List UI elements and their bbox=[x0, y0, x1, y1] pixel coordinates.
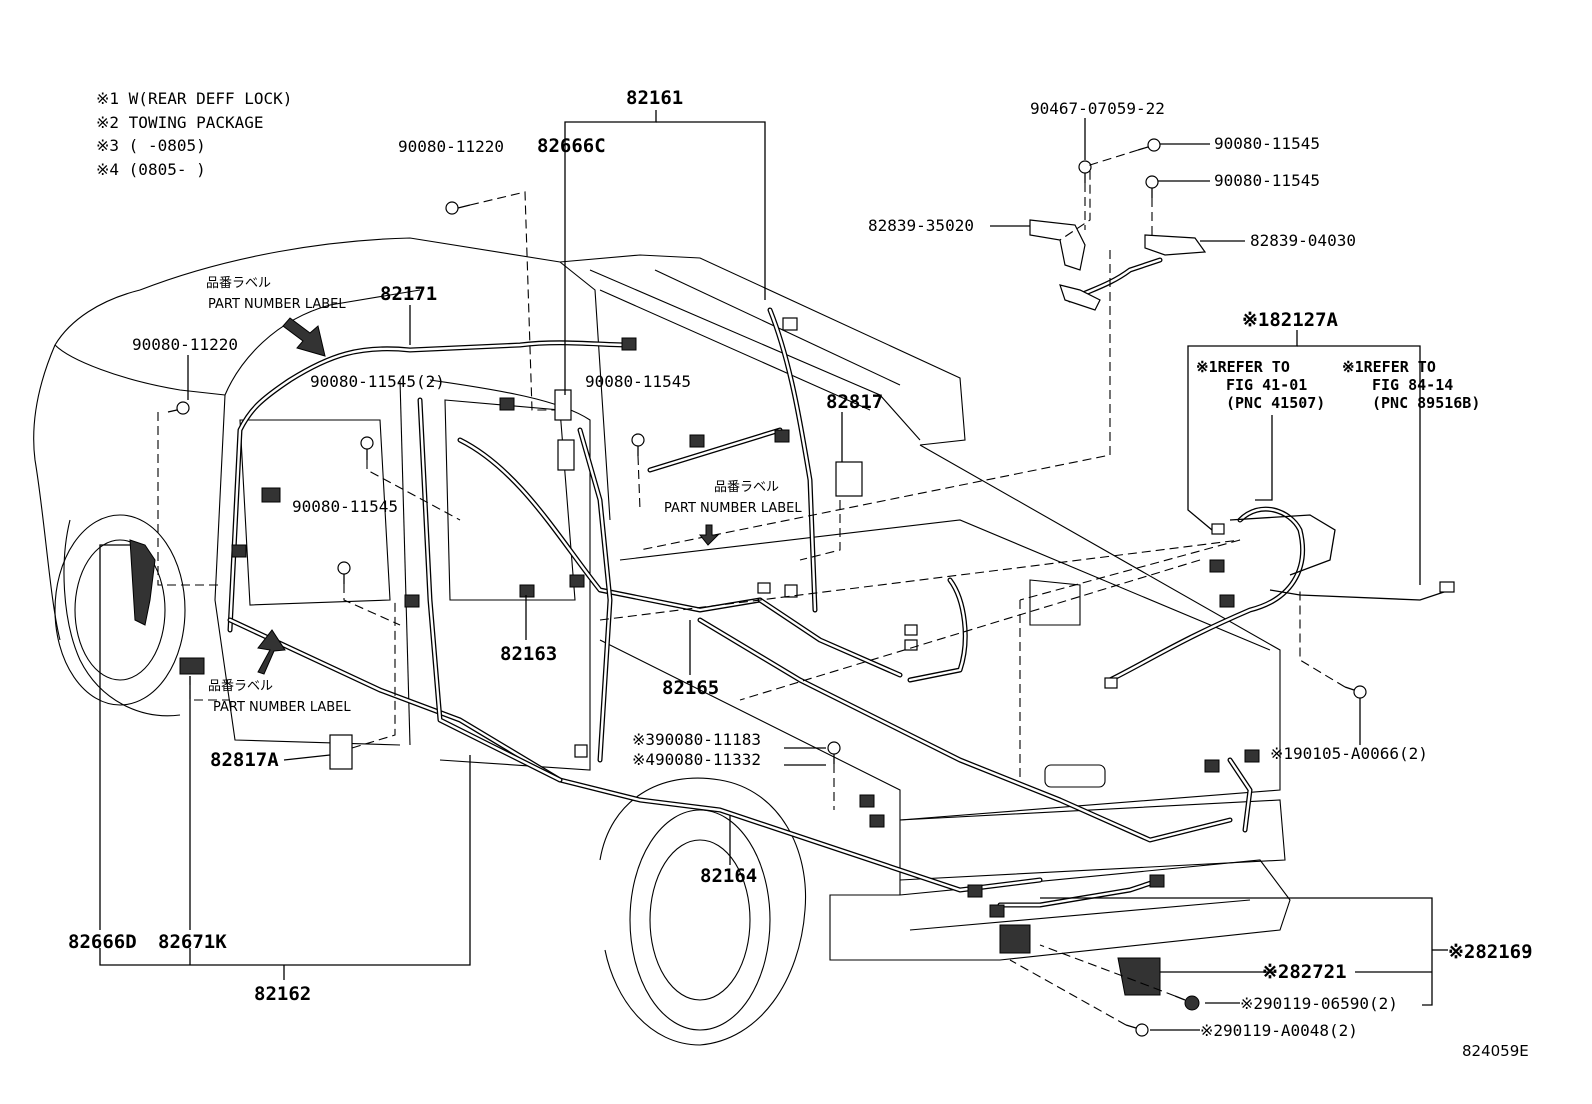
label-82666D: 82666D bbox=[68, 931, 137, 953]
pnl-1-en: PART NUMBER LABEL bbox=[208, 297, 346, 312]
leader-lines bbox=[99, 110, 1448, 1031]
label-90119-06590: ※290119-06590(2) bbox=[1240, 994, 1398, 1013]
label-82839-04030: 82839-04030 bbox=[1250, 231, 1356, 250]
label-arrows bbox=[257, 317, 720, 675]
pnl-3-en: PART NUMBER LABEL bbox=[664, 501, 802, 516]
label-82666C: 82666C bbox=[537, 135, 606, 157]
label-90119-A0048: ※290119-A0048(2) bbox=[1200, 1021, 1358, 1040]
bolts bbox=[167, 138, 1367, 1037]
figure-code: 824059E bbox=[1462, 1042, 1529, 1060]
label-82164: 82164 bbox=[700, 865, 757, 887]
pnl-3-jp: 品番ラベル bbox=[714, 480, 779, 495]
label-82163: 82163 bbox=[500, 643, 557, 665]
refer-2-line3: (PNC 89516B) bbox=[1372, 394, 1480, 412]
connectors bbox=[129, 219, 1455, 996]
pnl-2-jp: 品番ラベル bbox=[208, 679, 273, 694]
note-2: ※2 TOWING PACKAGE bbox=[96, 113, 264, 132]
label-82721: ※282721 bbox=[1262, 961, 1347, 983]
pnl-2-en: PART NUMBER LABEL bbox=[213, 700, 351, 715]
label-90080-11545-r1: 90080-11545 bbox=[1214, 134, 1320, 153]
label-82165: 82165 bbox=[662, 677, 719, 699]
dashed-leaders bbox=[157, 149, 1346, 1026]
label-82161: 82161 bbox=[626, 87, 683, 109]
part-number-label-callouts: 品番ラベル PART NUMBER LABEL 品番ラベル PART NUMBE… bbox=[206, 276, 802, 715]
note-1: ※1 W(REAR DEFF LOCK) bbox=[96, 89, 292, 108]
refer-1-line1: ※1REFER TO bbox=[1196, 358, 1290, 376]
refer-1-line2: FIG 41-01 bbox=[1226, 376, 1307, 394]
label-90080-11220-left: 90080-11220 bbox=[132, 335, 238, 354]
label-90080-11220-top: 90080-11220 bbox=[398, 137, 504, 156]
label-90080-11545-r2: 90080-11545 bbox=[1214, 171, 1320, 190]
refer-1-line3: (PNC 41507) bbox=[1226, 394, 1325, 412]
wire-harnesses bbox=[227, 257, 1451, 908]
label-90080-11545-2: 90080-11545(2) bbox=[310, 372, 445, 391]
refer-notes: ※1REFER TO FIG 41-01 (PNC 41507) ※1REFER… bbox=[1196, 358, 1480, 412]
refer-2-line1: ※1REFER TO bbox=[1342, 358, 1436, 376]
label-90080-11545-mid: 90080-11545 bbox=[585, 372, 691, 391]
note-3: ※3 ( -0805) bbox=[96, 136, 206, 155]
label-82671K: 82671K bbox=[158, 931, 227, 953]
pnl-1-jp: 品番ラベル bbox=[206, 276, 271, 291]
label-90467-07059-22: 90467-07059-22 bbox=[1030, 99, 1165, 118]
label-82817: 82817 bbox=[826, 391, 883, 413]
label-82839-35020: 82839-35020 bbox=[868, 216, 974, 235]
label-90080-11183: ※390080-11183 bbox=[632, 730, 761, 749]
notes-block: ※1 W(REAR DEFF LOCK) ※2 TOWING PACKAGE ※… bbox=[96, 89, 292, 179]
label-82162: 82162 bbox=[254, 983, 311, 1005]
label-82127A: ※182127A bbox=[1242, 309, 1339, 331]
label-82817A: 82817A bbox=[210, 749, 279, 771]
label-90105-A0066: ※190105-A0066(2) bbox=[1270, 744, 1428, 763]
label-82169: ※282169 bbox=[1448, 941, 1533, 963]
label-90080-11545-left: 90080-11545 bbox=[292, 497, 398, 516]
label-82171: 82171 bbox=[380, 283, 437, 305]
label-90080-11332: ※490080-11332 bbox=[632, 750, 761, 769]
note-4: ※4 (0805- ) bbox=[96, 160, 206, 179]
refer-2-line2: FIG 84-14 bbox=[1372, 376, 1453, 394]
vehicle-body-outline bbox=[33, 237, 1291, 1046]
part-labels: 82161 82666C 90080-11220 90467-07059-22 … bbox=[68, 87, 1533, 1060]
